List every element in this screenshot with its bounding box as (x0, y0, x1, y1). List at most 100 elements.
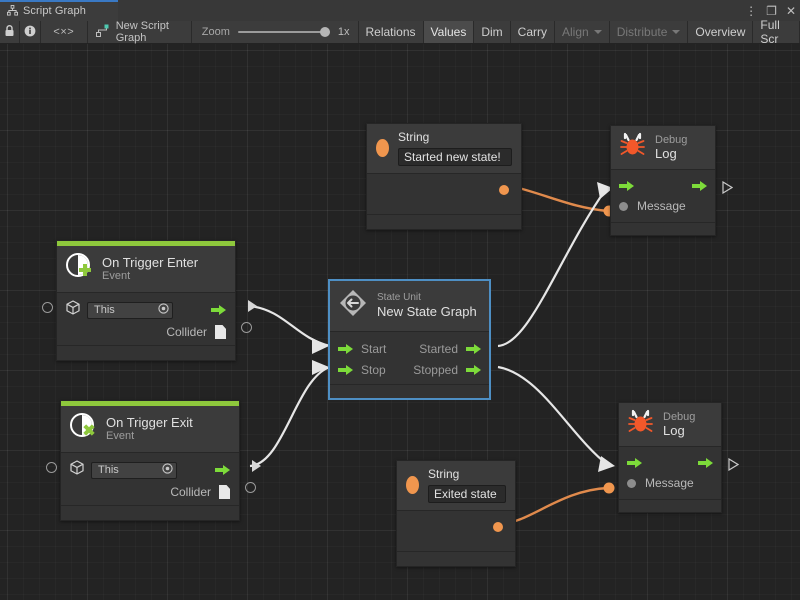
target-object-field[interactable]: This (87, 301, 173, 319)
output-port-flow[interactable] (692, 181, 707, 191)
bug-icon (627, 409, 654, 440)
node-header: State Unit New State Graph (330, 281, 489, 332)
edge-arrowhead (598, 456, 615, 472)
external-collider-port-exit[interactable] (245, 482, 256, 493)
port-row-flow (619, 454, 721, 472)
external-flow-out-enter[interactable] (248, 300, 257, 312)
port-row-target: This (57, 299, 235, 321)
node-debug-log-bottom[interactable]: Debug Log Message (618, 402, 722, 513)
tool-align-label: Align (562, 25, 589, 39)
window-menu-icon[interactable]: ⋮ (745, 3, 758, 18)
game-object-icon (66, 300, 80, 320)
output-port-flow[interactable] (698, 458, 713, 468)
window-maximize-icon[interactable]: ❐ (766, 3, 777, 18)
tool-distribute[interactable]: Distribute (609, 21, 689, 43)
external-collider-port-enter[interactable] (241, 322, 252, 333)
node-header: On Trigger Enter Event (57, 246, 235, 293)
tool-align[interactable]: Align (555, 21, 610, 43)
port-row-target: This (61, 459, 239, 481)
node-body (397, 511, 515, 551)
graph-name-label: New Script Graph (115, 20, 169, 44)
tool-carry-label: Carry (517, 25, 548, 39)
zoom-slider[interactable] (237, 26, 330, 38)
collider-output-icon[interactable] (215, 325, 226, 339)
output-port-value[interactable] (499, 185, 509, 195)
port-label-started: Started (419, 341, 458, 356)
tool-relations[interactable]: Relations (358, 21, 424, 43)
port-row-stop: Stop Stopped (330, 359, 489, 380)
lock-button[interactable] (0, 21, 21, 43)
output-port-stopped[interactable] (466, 364, 481, 375)
node-string-top[interactable]: String Started new state! (366, 123, 522, 230)
output-port-value[interactable] (493, 522, 503, 532)
external-flow-out-exit[interactable] (252, 460, 261, 472)
zoom-slider-track (237, 31, 330, 33)
node-string-bottom[interactable]: String Exited state (396, 460, 516, 567)
tool-values-label: Values (430, 25, 467, 39)
output-port-flow[interactable] (215, 465, 230, 475)
node-header: Debug Log (611, 126, 715, 170)
tool-relations-label: Relations (365, 25, 416, 39)
node-title: On Trigger Exit (106, 414, 193, 430)
node-on-trigger-exit[interactable]: On Trigger Exit Event This (60, 400, 240, 521)
string-value-input[interactable]: Exited state (428, 485, 506, 503)
collider-output-icon[interactable] (219, 485, 230, 499)
input-port-stop[interactable] (338, 364, 353, 375)
window-controls: ⋮ ❐ ✕ (745, 0, 796, 21)
node-body: Start Started Stop Stopped (330, 332, 489, 384)
input-port-message[interactable] (619, 201, 628, 211)
output-port-started[interactable] (466, 343, 481, 354)
graph-canvas[interactable]: String Started new state! (0, 44, 800, 600)
external-input-port-enter[interactable] (42, 302, 53, 313)
edge-string-to-message-top (510, 184, 609, 213)
event-cross-icon (69, 412, 97, 445)
tool-dim[interactable]: Dim (474, 21, 511, 43)
object-picker-icon[interactable] (162, 463, 173, 477)
zoom-label: Zoom (201, 26, 230, 38)
node-header: On Trigger Exit Event (61, 406, 239, 453)
edge-string-to-message-bottom (501, 486, 609, 525)
tool-carry[interactable]: Carry (510, 21, 556, 43)
input-port-flow[interactable] (619, 181, 634, 191)
input-port-flow[interactable] (627, 458, 642, 468)
zoom-control: Zoom 1x (191, 21, 359, 43)
external-input-port-exit[interactable] (46, 462, 57, 473)
input-port-start[interactable] (338, 343, 353, 354)
tool-overview[interactable]: Overview (688, 21, 754, 43)
tab-script-graph[interactable]: Script Graph (0, 0, 118, 21)
port-row-start: Start Started (330, 338, 489, 359)
port-label-collider: Collider (170, 485, 211, 499)
zoom-slider-handle[interactable] (319, 27, 330, 37)
target-object-value: This (94, 304, 115, 316)
node-title: String (428, 467, 460, 481)
target-object-field[interactable]: This (91, 461, 177, 479)
info-button[interactable] (20, 21, 41, 43)
edge-arrowhead (312, 360, 329, 375)
graph-name-field[interactable]: New Script Graph (87, 20, 192, 44)
edge-enter-to-start (249, 304, 331, 348)
node-subtitle: Event (102, 269, 131, 282)
window-close-icon[interactable]: ✕ (785, 3, 796, 18)
port-row-collider: Collider (61, 481, 239, 503)
port-label-collider: Collider (166, 325, 207, 339)
tool-values[interactable]: Values (423, 21, 475, 43)
info-icon (24, 25, 36, 40)
node-debug-log-top[interactable]: Debug Log Message (610, 125, 716, 236)
node-on-trigger-enter[interactable]: On Trigger Enter Event This (56, 240, 236, 361)
lock-icon (4, 24, 15, 40)
external-flow-port-bottom[interactable] (728, 457, 740, 476)
tool-fullscreen[interactable]: Full Scr (753, 18, 800, 46)
graph-toolbar: <×> New Script Graph Zoom 1x Relations (0, 18, 800, 46)
input-port-message[interactable] (627, 478, 636, 488)
node-state-unit[interactable]: State Unit New State Graph Start Started… (329, 280, 490, 399)
object-picker-icon[interactable] (158, 303, 169, 317)
event-accent-bar (61, 401, 239, 406)
node-subtitle: Debug (655, 134, 688, 146)
node-subtitle: Debug (663, 411, 696, 423)
port-label-start: Start (361, 341, 387, 356)
output-port-flow[interactable] (211, 305, 226, 315)
string-orange-dot-icon (376, 139, 389, 157)
source-code-button[interactable]: <×> (40, 21, 88, 43)
node-body: This Collider (61, 453, 239, 505)
string-value-input[interactable]: Started new state! (398, 148, 512, 166)
